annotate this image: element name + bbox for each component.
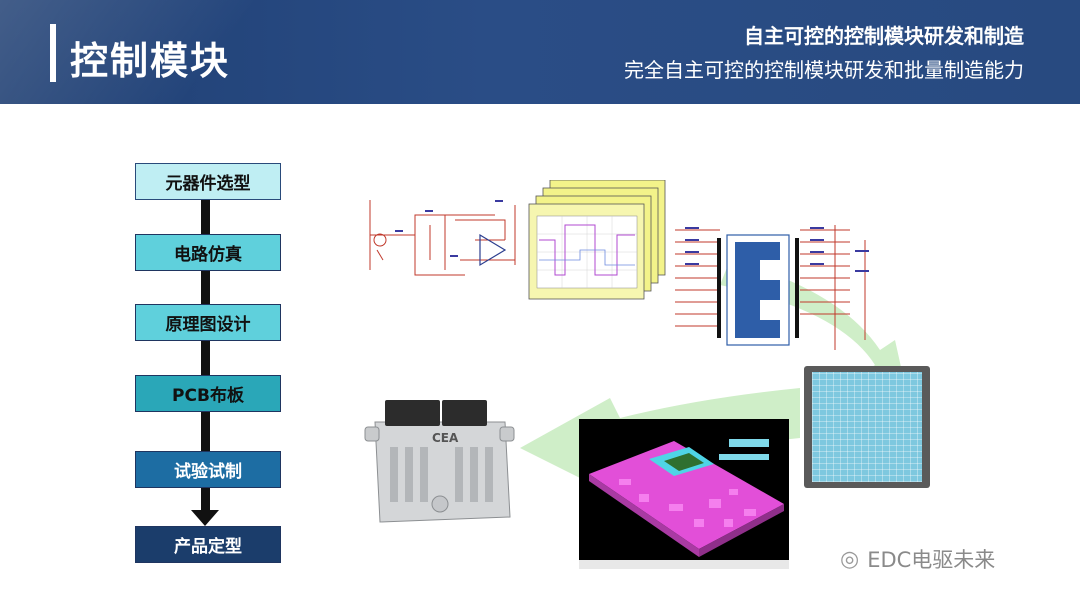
schematic-illustration bbox=[369, 180, 869, 350]
header-subtitle-main: 自主可控的控制模块研发和制造 bbox=[744, 24, 1024, 48]
header-banner: 控制模块 自主可控的控制模块研发和制造 完全自主可控的控制模块研发和批量制造能力 bbox=[0, 0, 1080, 104]
title-accent-bar bbox=[50, 24, 56, 82]
header-subtitle-sub: 完全自主可控的控制模块研发和批量制造能力 bbox=[624, 58, 1024, 82]
watermark: ◎ EDC电驱未来 bbox=[840, 544, 995, 574]
flow-step-schematic-design: 原理图设计 bbox=[135, 304, 281, 341]
pcb-layout-image bbox=[804, 366, 930, 488]
flow-connector-line bbox=[201, 198, 210, 514]
flow-step-pcb-layout: PCB布板 bbox=[135, 375, 281, 412]
pcb-trace-pattern bbox=[812, 372, 922, 482]
pcb-3d-render bbox=[579, 419, 789, 569]
flow-step-circuit-simulation: 电路仿真 bbox=[135, 234, 281, 271]
wechat-icon: ◎ bbox=[840, 546, 860, 572]
ecu-label: CEA bbox=[432, 431, 459, 445]
watermark-text: EDC电驱未来 bbox=[867, 548, 996, 572]
flow-arrow-head bbox=[191, 510, 219, 526]
flow-step-component-selection: 元器件选型 bbox=[135, 163, 281, 200]
render-status-bar bbox=[579, 560, 789, 569]
page-title: 控制模块 bbox=[70, 39, 231, 83]
flow-step-trial-production: 试验试制 bbox=[135, 451, 281, 488]
flow-step-product-finalization: 产品定型 bbox=[135, 526, 281, 563]
ecu-product-image: CEA bbox=[364, 400, 515, 523]
